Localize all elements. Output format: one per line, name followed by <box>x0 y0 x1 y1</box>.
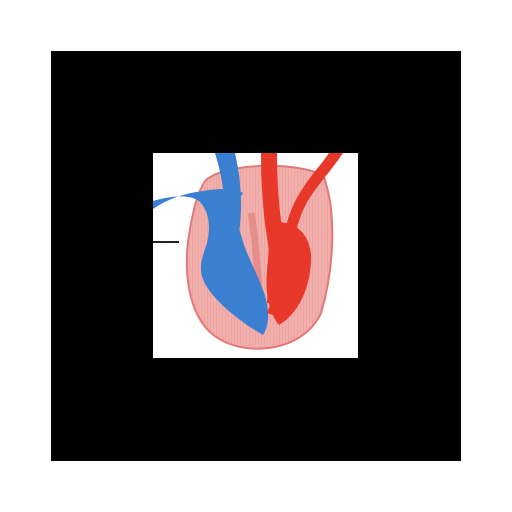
pulmonary-artery <box>215 153 242 293</box>
diagram-panel <box>153 153 358 358</box>
heart-diagram <box>153 153 343 350</box>
leader-line <box>153 241 179 243</box>
left-ventricle <box>266 222 312 325</box>
right-atrium-ventricle <box>153 189 269 335</box>
